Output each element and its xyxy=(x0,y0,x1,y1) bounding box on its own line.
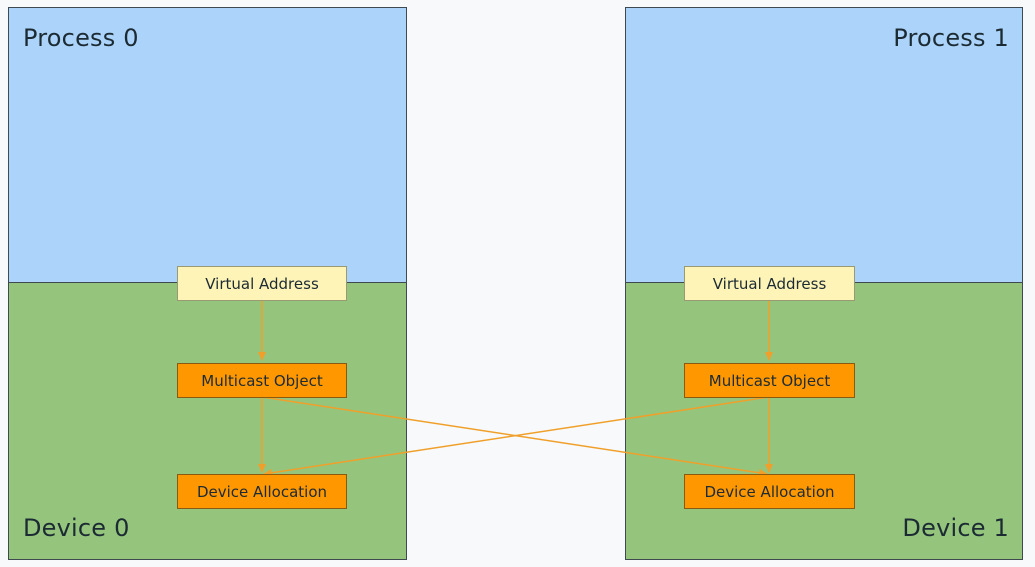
virtual-address-box-0: Virtual Address xyxy=(177,266,347,301)
virtual-address-box-1: Virtual Address xyxy=(684,266,855,301)
process-0-region xyxy=(8,7,407,284)
process-0-label: Process 0 xyxy=(23,24,139,52)
device-allocation-box-0: Device Allocation xyxy=(177,474,347,509)
device-0-label: Device 0 xyxy=(23,514,130,542)
multicast-object-box-0: Multicast Object xyxy=(177,363,347,398)
device-allocation-box-1: Device Allocation xyxy=(684,474,855,509)
device-1-label: Device 1 xyxy=(902,514,1009,542)
process-1-label: Process 1 xyxy=(893,24,1009,52)
multicast-object-box-1: Multicast Object xyxy=(684,363,855,398)
